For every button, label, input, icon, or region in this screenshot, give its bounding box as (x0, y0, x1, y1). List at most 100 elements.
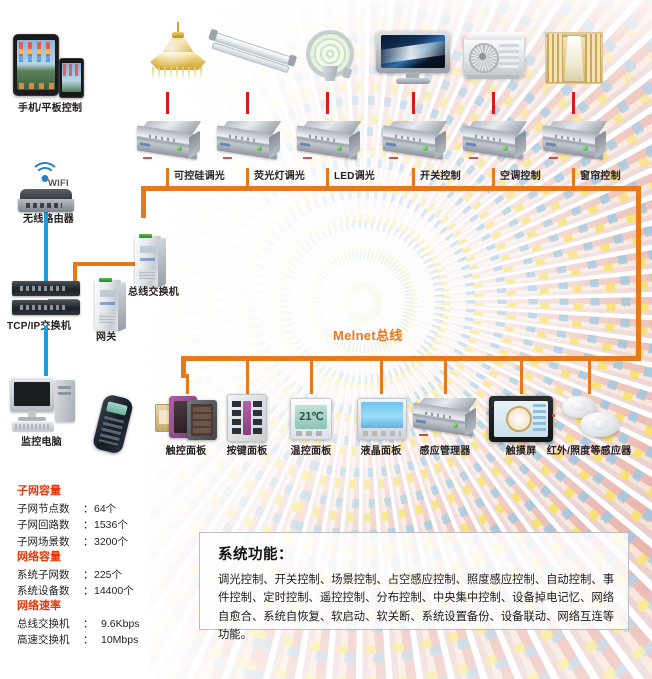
din-controller-icon (217, 121, 283, 160)
load-wire-led (326, 92, 329, 114)
node-bus-switch[interactable] (132, 232, 166, 288)
spec-value: 225个 (94, 569, 123, 582)
label-bus-switch: 总线交换机 (128, 287, 179, 298)
bus-right-rail (636, 186, 641, 361)
load-wire-fluor (246, 92, 249, 114)
curtain-icon (545, 32, 603, 84)
load-curtain (545, 32, 603, 84)
sensor-manager-icon (413, 398, 479, 437)
thermostat-panel-icon: 21℃ (290, 398, 332, 440)
bus-drop-sensormgr (444, 356, 447, 394)
label-controller-hvac: 空调控制 (500, 171, 541, 182)
load-tv (376, 31, 450, 85)
node-ir-remote[interactable] (91, 393, 135, 455)
controller-led[interactable] (297, 121, 363, 160)
melnet-bus-label: Melnet总线 (333, 328, 403, 343)
din-controller-icon (137, 121, 203, 160)
link-router-to-switch (44, 203, 48, 285)
spec-key: 系统设备数 (17, 585, 70, 598)
ir-lux-sensor-icon (560, 396, 622, 438)
node-monitoring-pc[interactable] (10, 378, 82, 434)
node-wireless-router[interactable] (18, 189, 74, 215)
spec-value: 9.6Kbps (101, 618, 140, 631)
node-touch-panel[interactable] (155, 394, 219, 440)
spec-key: 子网回路数 (17, 519, 70, 532)
spec-sep: ： (83, 634, 94, 647)
controller-fluor[interactable] (217, 121, 283, 160)
node-thermostat-panel[interactable]: 21℃ (290, 398, 332, 440)
spec-title-subnet: 子网容量 (17, 485, 61, 497)
bus-drop-switch (412, 168, 415, 186)
bus-left-riser (141, 186, 146, 218)
spec-key: 子网节点数 (17, 503, 70, 516)
spec-value: 14400个 (94, 585, 134, 598)
label-thermostat-panel: 温控面板 (290, 446, 332, 457)
load-chandelier (145, 22, 211, 84)
wireless-router-icon (18, 189, 74, 215)
bus-bottom-rail (181, 356, 641, 361)
controller-hvac[interactable] (463, 121, 529, 160)
label-controller-fluor: 荧光灯调光 (254, 171, 305, 182)
label-touch-screen: 触摸屏 (505, 446, 537, 457)
spec-subnet-capacity: 子网容量 子网节点数 ： 64个 子网回路数 ： 1536个 子网场景数 ： 3… (17, 485, 128, 550)
label-monitoring-pc: 监控电脑 (21, 437, 62, 448)
controller-switch[interactable] (383, 121, 449, 160)
touch-panel-icon (155, 394, 219, 440)
din-controller-icon (543, 121, 609, 160)
spec-row: 高速交换机 ： 10Mbps (17, 632, 140, 648)
bus-switch-module-icon (132, 232, 166, 288)
bus-drop-curtain (572, 168, 575, 186)
spec-sep: ： (83, 585, 94, 598)
load-wire-hvac (492, 92, 495, 114)
tv-monitor-icon (376, 31, 450, 85)
spec-row: 子网回路数 ： 1536个 (17, 517, 128, 533)
bus-gateway-link-h (73, 262, 145, 266)
spec-row: 总线交换机 ： 9.6Kbps (17, 616, 140, 632)
load-wire-switch (412, 92, 415, 114)
label-controller-curtain: 窗帘控制 (580, 171, 621, 182)
spec-value: 3200个 (94, 535, 128, 548)
node-tcpip-switch[interactable] (12, 281, 80, 319)
label-controller-led: LED调光 (334, 171, 375, 182)
spec-title-speed: 网络速率 (17, 600, 61, 612)
spec-key: 子网场景数 (17, 535, 70, 548)
bus-drop-lcd (380, 356, 383, 394)
system-functions-box: 系统功能： 调光控制、开关控制、场景控制、占空感应控制、照度感应控制、自动控制、… (199, 532, 629, 641)
spec-row: 系统子网数 ： 225个 (17, 567, 134, 583)
node-touch-screen[interactable] (489, 396, 555, 442)
touch-screen-icon (489, 396, 555, 442)
led-spotlight-icon (303, 28, 357, 84)
spec-sep: ： (83, 618, 94, 631)
node-sensor-manager[interactable] (413, 398, 479, 437)
node-lcd-panel[interactable] (357, 398, 407, 440)
node-mobile-control[interactable] (13, 34, 87, 98)
bus-drop-touch (186, 374, 189, 394)
controller-curtain[interactable] (543, 121, 609, 160)
din-controller-icon (383, 121, 449, 160)
label-wireless-router: 无线路由器 (23, 214, 74, 225)
node-keypad-panel[interactable] (227, 394, 267, 442)
desktop-computer-icon (10, 378, 82, 434)
network-switch-icon (12, 281, 80, 319)
spec-title-network: 网络容量 (17, 551, 61, 563)
spec-key: 系统子网数 (17, 569, 70, 582)
bus-drop-hvac (492, 168, 495, 186)
spec-key: 高速交换机 (17, 634, 70, 647)
bus-drop-keypad (246, 356, 249, 394)
system-functions-body: 调光控制、开关控制、场景控制、占空感应控制、照度感应控制、自动控制、事件控制、定… (218, 574, 614, 641)
load-wire-curtain (572, 92, 575, 114)
spec-key: 总线交换机 (17, 618, 70, 631)
controller-scr[interactable] (137, 121, 203, 160)
bus-drop-led (326, 168, 329, 186)
load-fluorescent (208, 28, 298, 76)
spec-sep: ： (83, 519, 94, 532)
bus-drop-thermo (310, 356, 313, 394)
spec-sep: ： (83, 535, 94, 548)
node-ir-lux-sensor[interactable] (560, 396, 622, 438)
node-gateway[interactable] (92, 276, 126, 332)
system-functions-title: 系统功能： (218, 547, 293, 563)
bus-drop-touchscreen (520, 356, 523, 394)
label-controller-scr: 可控硅调光 (174, 171, 225, 182)
thermostat-reading: 21℃ (299, 410, 324, 423)
